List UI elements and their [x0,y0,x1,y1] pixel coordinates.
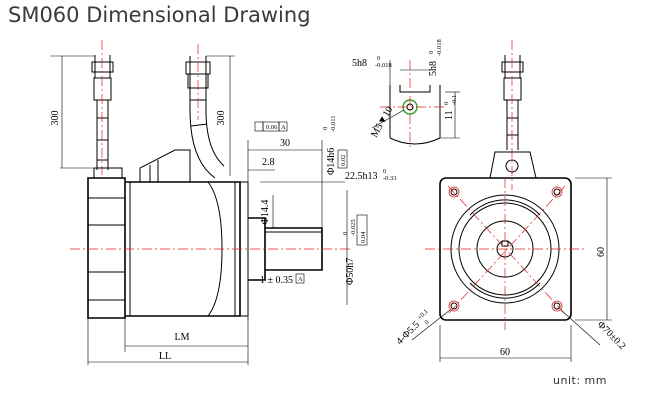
key-height-upper: 0 [383,168,386,175]
flange-thickness: 1 ± 0.35 [260,275,293,286]
holes-lower: 0 [423,319,430,326]
shaft-tol-lower: -0.011 [330,115,337,132]
key-width-b-upper: 0 [428,51,435,54]
key-detail: 5h8 0 -0.018 5h8 0 -0.018 11 0 -0.1 M5▼1… [352,39,460,148]
cable-length-left: 300 [50,111,61,126]
gtol-perp-datum: A [281,124,286,131]
key-width-upper: 0 [377,55,380,62]
spigot-diameter: Φ50h7 [345,258,356,285]
key-width-b: 5h8 [428,61,439,76]
key-width: 5h8 [352,58,367,69]
key-height: 22.5h13 [345,171,378,182]
gtol-concentricity: 0.04 [360,231,367,243]
length-2-8: 2.8 [262,157,275,168]
length-30: 30 [280,138,290,149]
key-height-lower: -0.33 [383,175,397,182]
key-width-b-lower: -0.018 [436,39,443,56]
spigot-lower: -0.025 [350,219,357,236]
cable-length-right: 300 [216,111,227,126]
key-width-lower: -0.018 [375,62,392,69]
holes-spec: 4-Φ5.5 [394,319,422,347]
key-depth-lower: -0.1 [451,95,458,105]
side-view: 300 300 0.06 A 30 2.8 Φ14.4 Φ14h6 0 -0.0… [50,40,397,365]
gtol-runout: 0.02 [340,155,347,166]
dim-lm: LM [175,332,190,343]
key-depth: 11 [444,110,455,120]
dim-ll: LL [159,351,171,362]
front-width: 60 [500,347,510,358]
front-height: 60 [596,247,607,257]
holes-upper: +0.1 [416,308,429,321]
front-view: 60 60 4-Φ5.5 +0.1 0 Φ70±0.2 [394,40,628,362]
shaft-diameter: Φ14.4 [260,200,271,225]
unit-label: unit: mm [553,374,607,387]
page-title: SM060 Dimensional Drawing [8,3,311,27]
thread-spec: M5▼10 [369,105,395,140]
key-depth-upper: 0 [443,102,450,105]
shaft-tolerance: Φ14h6 [326,148,337,175]
datum-a: A [298,276,303,283]
shaft-tol-upper: 0 [322,127,329,130]
gtol-perp: 0.06 [266,124,278,131]
spigot-upper: 0 [342,232,349,235]
pcd-spec: Φ70±0.2 [595,319,628,352]
